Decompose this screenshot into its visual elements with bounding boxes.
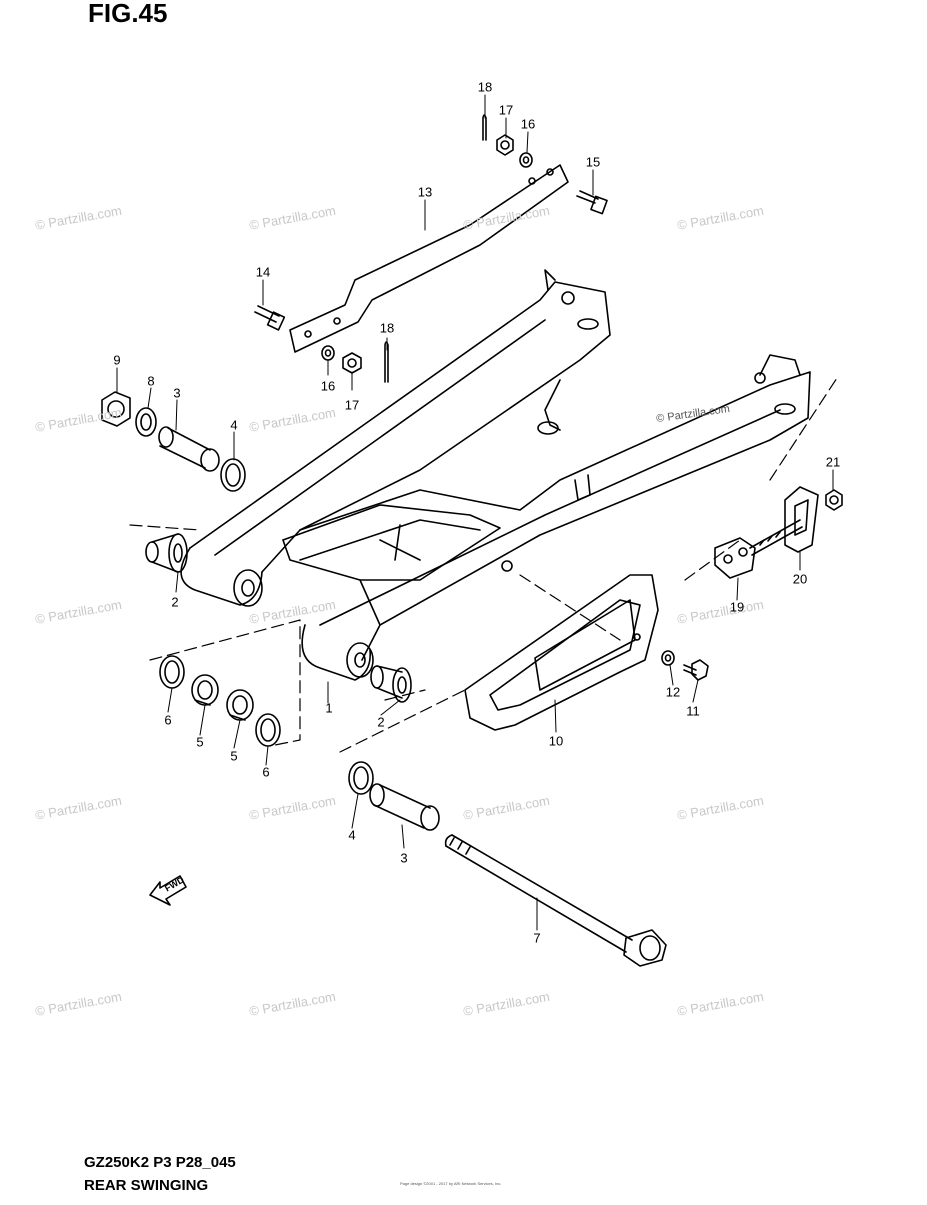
part-16-washer-top — [519, 152, 533, 168]
callout-18: 18 — [379, 320, 395, 336]
callout-6: 6 — [164, 712, 172, 728]
part-18-cotter-pin-mid — [384, 341, 389, 383]
callout-17: 17 — [344, 397, 360, 413]
callout-7: 7 — [533, 930, 541, 946]
part-14-bolt — [254, 305, 286, 331]
part-8-washer — [135, 407, 157, 437]
callout-3: 3 — [173, 385, 181, 401]
fwd-arrow-icon — [149, 875, 187, 906]
part-7-pivot-axle — [444, 834, 667, 967]
callout-2: 2 — [377, 714, 385, 730]
callout-18: 18 — [477, 79, 493, 95]
part-4-seal-lower — [348, 761, 374, 795]
part-4-seal-upper — [220, 458, 246, 492]
part-9-nut — [101, 391, 131, 427]
part-6-seal-left — [159, 655, 185, 689]
callout-21: 21 — [825, 454, 841, 470]
callout-4: 4 — [348, 827, 356, 843]
part-5-spacer-b — [226, 689, 254, 721]
part-2-bushing-lower — [370, 665, 412, 703]
part-11-bolt — [683, 659, 709, 681]
part-3-sleeve-upper — [158, 426, 220, 472]
leader-lines — [116, 94, 834, 931]
section-name: REAR SWINGING — [84, 1177, 209, 1194]
callout-3: 3 — [400, 850, 408, 866]
part-6-seal-right — [255, 713, 281, 747]
callout-16: 16 — [320, 378, 336, 394]
part-19-adjuster-plate — [714, 519, 803, 579]
callout-19: 19 — [729, 599, 745, 615]
callout-17: 17 — [498, 102, 514, 118]
part-10-chain-case — [464, 560, 659, 731]
part-2-bushing-upper — [145, 533, 188, 573]
callout-6: 6 — [262, 764, 270, 780]
callout-10: 10 — [548, 733, 564, 749]
callout-9: 9 — [113, 352, 121, 368]
callout-2: 2 — [171, 594, 179, 610]
callout-14: 14 — [255, 264, 271, 280]
part-20-adjuster-block — [784, 486, 819, 553]
part-17-nut-mid — [342, 352, 362, 374]
part-3-sleeve-lower — [369, 783, 440, 831]
figure-number: FIG.45 — [88, 0, 168, 28]
fwd-label: FWD — [163, 874, 186, 893]
callout-16: 16 — [520, 116, 536, 132]
copyright-fine-print: Page design ©2001 - 2017 by ARI Network … — [400, 1181, 502, 1186]
callout-20: 20 — [792, 571, 808, 587]
callout-5: 5 — [196, 734, 204, 750]
part-5-spacer-a — [191, 674, 219, 706]
part-12-washer — [661, 650, 675, 666]
callout-1: 1 — [325, 700, 333, 716]
part-17-nut-top — [496, 134, 514, 156]
part-16-washer-mid — [321, 345, 335, 361]
model-code: GZ250K2 P3 P28_045 — [84, 1154, 236, 1171]
callout-5: 5 — [230, 748, 238, 764]
part-21-nut — [825, 489, 843, 511]
callout-13: 13 — [417, 184, 433, 200]
callout-12: 12 — [665, 684, 681, 700]
swingarm-body — [180, 269, 811, 681]
part-13-bracket — [289, 164, 569, 353]
callout-15: 15 — [585, 154, 601, 170]
part-15-bolt — [576, 190, 608, 215]
fwd-label-svg: FWD — [163, 874, 186, 893]
part-18-cotter-pin-top — [482, 114, 487, 141]
callout-8: 8 — [147, 373, 155, 389]
callout-4: 4 — [230, 417, 238, 433]
assembly-lines — [129, 377, 838, 753]
callout-11: 11 — [686, 703, 700, 719]
